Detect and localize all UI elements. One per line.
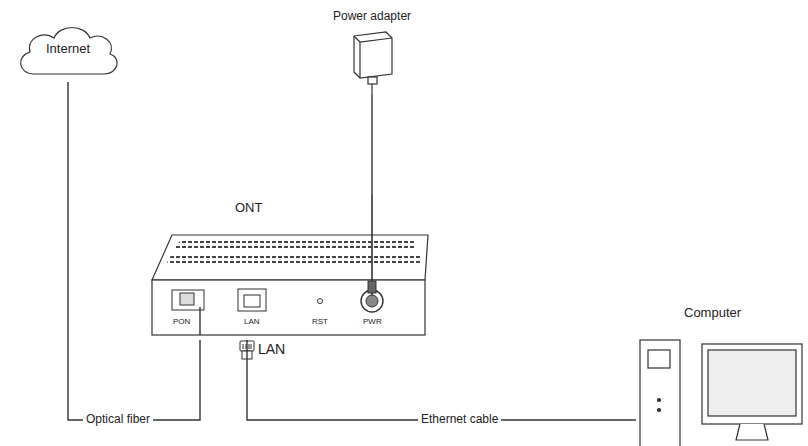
cable-label: Optical fiber xyxy=(83,413,153,427)
node-label: Computer xyxy=(684,306,741,321)
cable-label: Ethernet cable xyxy=(418,413,501,427)
port-label: LAN xyxy=(244,317,260,326)
port-label: PON xyxy=(173,317,190,326)
cable-line xyxy=(247,340,636,420)
port-label: PWR xyxy=(363,317,382,326)
cloud-node: Internet xyxy=(12,18,124,82)
power-adapter: Power adapter xyxy=(310,8,434,95)
plug-label: LAN xyxy=(258,341,285,357)
cloud-outline xyxy=(21,28,117,75)
ont-body xyxy=(152,195,428,335)
port-label: RST xyxy=(312,317,328,326)
computer: Computer xyxy=(636,300,804,446)
computer-icon xyxy=(640,340,802,446)
node-label: Power adapter xyxy=(333,10,411,24)
node-label: Internet xyxy=(46,42,90,57)
cable-line xyxy=(371,95,372,195)
adapter-icon xyxy=(354,32,392,95)
computer-drawing xyxy=(636,300,804,446)
node-label: ONT xyxy=(235,201,262,216)
